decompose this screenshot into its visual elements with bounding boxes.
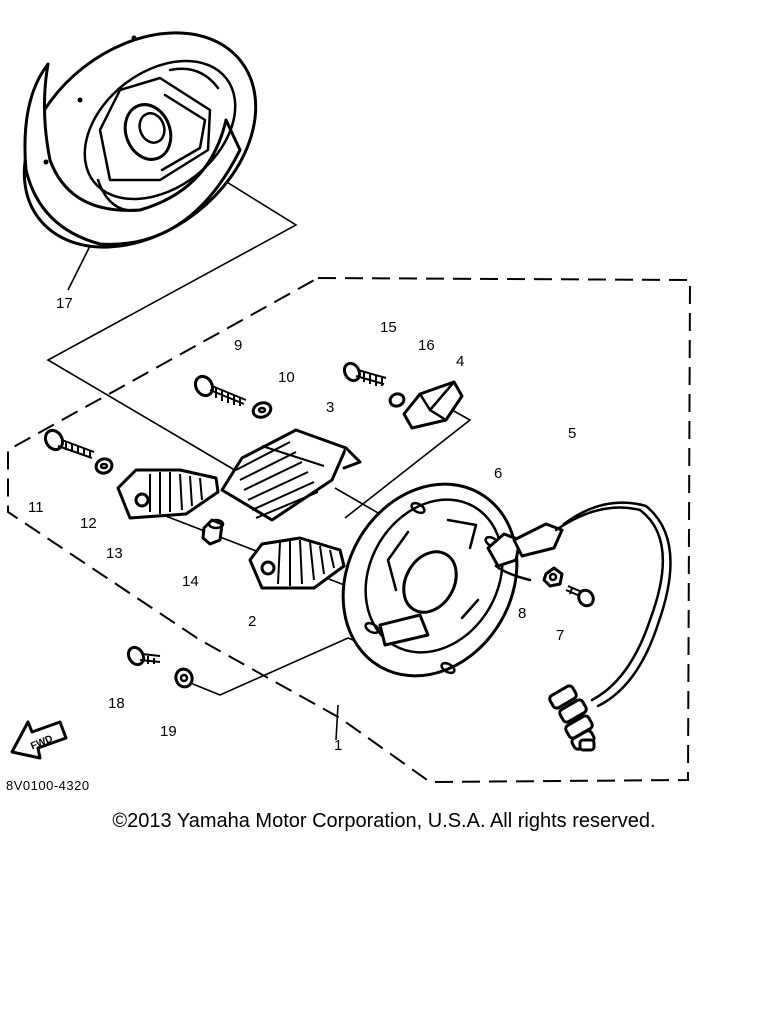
forward-arrow-icon: FWD [10, 720, 68, 760]
screw-11 [43, 428, 95, 459]
callout-4: 4 [456, 353, 464, 370]
spacer-14 [201, 518, 225, 546]
callout-6: 6 [494, 465, 502, 482]
callout-18: 18 [108, 695, 125, 712]
callout-8: 8 [518, 605, 526, 622]
callout-10: 10 [278, 369, 295, 386]
callout-13: 13 [106, 545, 123, 562]
callout-5: 5 [568, 425, 576, 442]
callout-12: 12 [80, 515, 97, 532]
exploded-parts-diagram: FWD 17 15 16 4 9 10 3 5 6 11 12 13 14 2 … [6, 31, 692, 793]
callout-15: 15 [380, 319, 397, 336]
callout-19: 19 [160, 723, 177, 740]
pickup-sensor [402, 380, 464, 430]
screw-9 [193, 374, 247, 406]
washer-12 [94, 457, 114, 475]
callout-7: 7 [556, 627, 564, 644]
callout-1: 1 [334, 737, 342, 754]
callout-16: 16 [418, 337, 435, 354]
leader-lines [46, 147, 472, 741]
screw-15 [342, 361, 387, 386]
callout-numbers: 17 15 16 4 9 10 3 5 6 11 12 13 14 2 8 7 … [28, 295, 576, 754]
coil-13 [116, 468, 220, 520]
callout-17: 17 [56, 295, 73, 312]
stator-base-plate [341, 482, 519, 678]
flywheel-rotor [22, 31, 258, 249]
callout-3: 3 [326, 399, 334, 416]
copyright-notice: ©2013 Yamaha Motor Corporation, U.S.A. A… [112, 810, 656, 832]
diagram-code: 8V0100-4320 [6, 778, 90, 793]
callout-2: 2 [248, 613, 256, 630]
coil-2 [248, 536, 346, 590]
nut-8 [542, 566, 564, 588]
charging-coil [220, 428, 362, 522]
callout-9: 9 [234, 337, 242, 354]
washer-10 [251, 401, 273, 419]
wire-harness [512, 501, 672, 752]
callout-11: 11 [28, 499, 44, 516]
screw-18 [126, 645, 161, 667]
washer-16 [388, 392, 406, 408]
callout-14: 14 [182, 573, 199, 590]
screw-7 [565, 585, 595, 608]
washer-19 [174, 667, 194, 689]
